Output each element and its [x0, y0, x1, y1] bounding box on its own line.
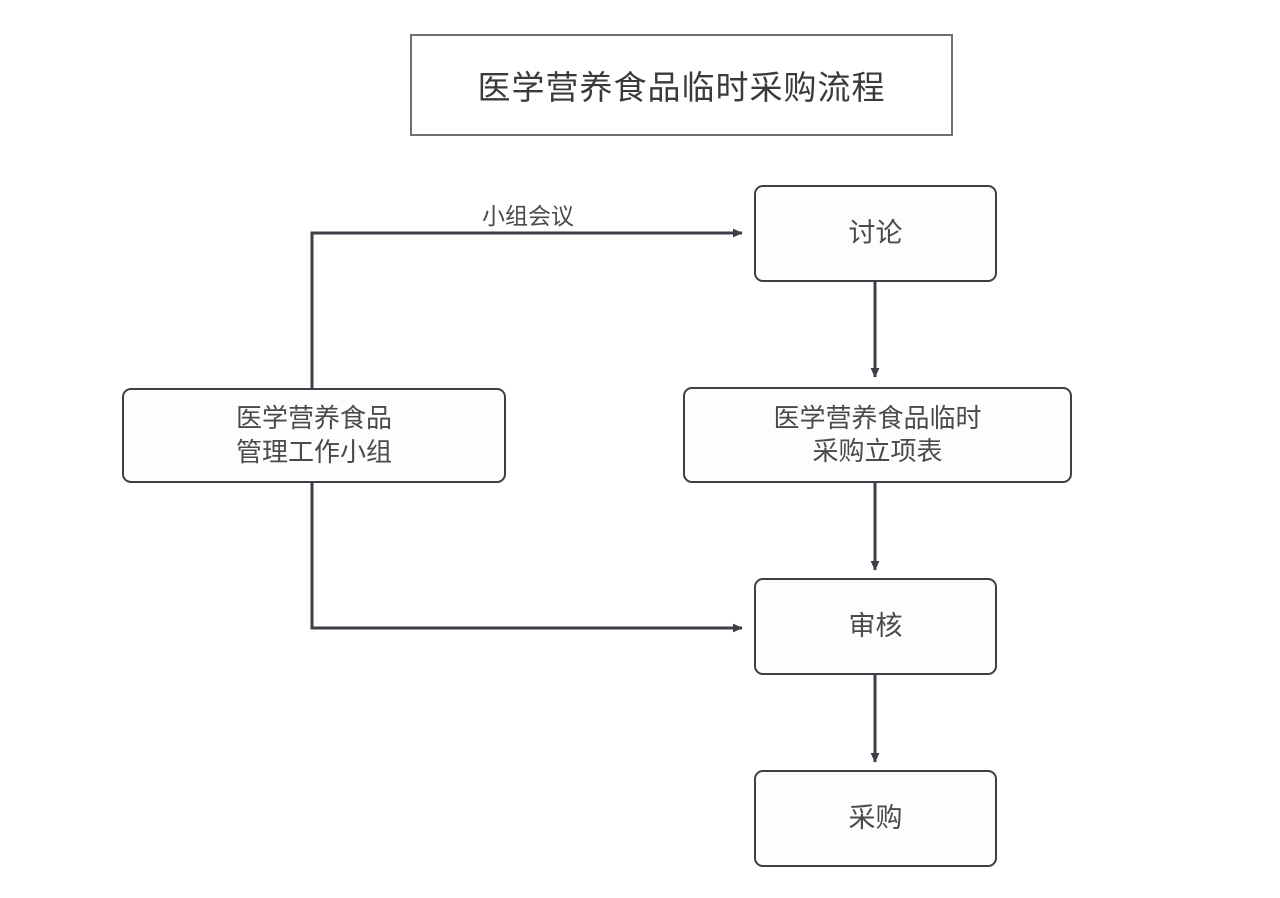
node-discussion[interactable]: 讨论: [754, 185, 997, 282]
edge-workgroup-to-discussion: [310, 228, 743, 388]
node-workgroup[interactable]: 医学营养食品 管理工作小组: [122, 388, 506, 483]
node-review[interactable]: 审核: [754, 578, 997, 675]
edge-workgroup-to-review: [310, 483, 743, 633]
node-purchase[interactable]: 采购: [754, 770, 997, 867]
edge-label-group-meeting: 小组会议: [478, 197, 578, 231]
node-procurement-form[interactable]: 医学营养食品临时 采购立项表: [683, 387, 1072, 483]
diagram-title-box: 医学营养食品临时采购流程: [410, 34, 953, 136]
